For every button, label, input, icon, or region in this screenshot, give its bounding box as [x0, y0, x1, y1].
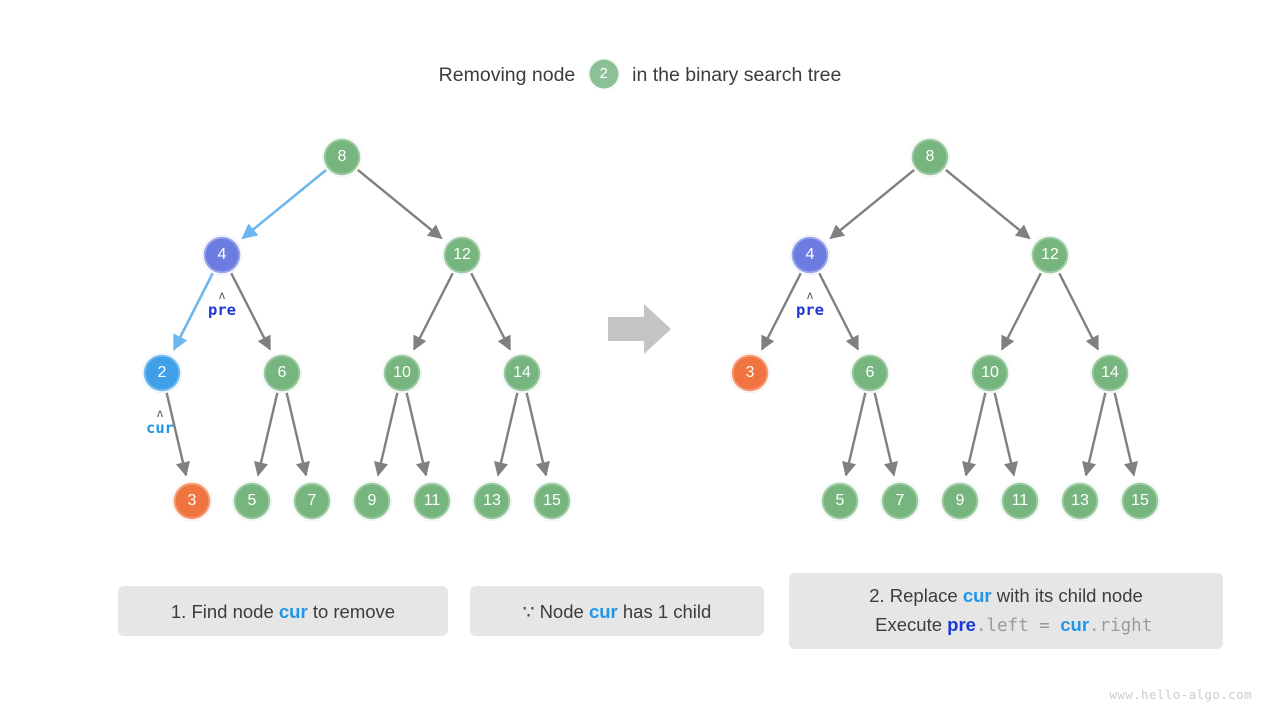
caption-text: pre [947, 614, 976, 635]
caption-text: to remove [307, 600, 396, 622]
tree-node-8: 8 [910, 137, 950, 177]
tree-edge [285, 392, 311, 477]
caret-icon: ʌ [157, 406, 163, 420]
tree-edge [1000, 272, 1042, 351]
title-suffix: in the binary search tree [632, 63, 842, 86]
title-node-badge: 2 [587, 57, 620, 90]
tree-node-15: 15 [1120, 481, 1160, 521]
tree-node-14: 14 [502, 353, 542, 393]
tree-node-4: 4 [790, 235, 830, 275]
tree-edge [1058, 272, 1100, 351]
caption-text: cur [278, 600, 308, 622]
title-prefix: Removing node [438, 63, 576, 86]
pointer-label: cur [146, 419, 174, 437]
tree-edge [873, 392, 899, 477]
tree-edge [357, 169, 443, 240]
caption-text: .left [975, 616, 1029, 636]
tree-node-13: 13 [1060, 481, 1100, 521]
tree-node-11: 11 [412, 481, 452, 521]
tree-edge [1113, 392, 1139, 477]
caption-text: cur [588, 600, 618, 622]
tree-node-6: 6 [850, 353, 890, 393]
caption-line: ∵ Node cur has 1 child [470, 597, 764, 626]
caption-text: cur [962, 585, 992, 606]
tree-node-9: 9 [940, 481, 980, 521]
caption-find-cur: 1. Find node cur to remove [118, 586, 448, 636]
caption-replace-cur: 2. Replace cur with its child node Execu… [789, 573, 1223, 649]
caption-text: has 1 child [617, 600, 712, 622]
tree-node-13: 13 [472, 481, 512, 521]
caption-text: cur [1060, 614, 1090, 635]
tree-edge [1081, 392, 1107, 477]
tree-node-6: 6 [262, 353, 302, 393]
tree-node-9: 9 [352, 481, 392, 521]
caret-icon: ʌ [219, 288, 225, 302]
tree-node-12: 12 [1030, 235, 1070, 275]
tree-edge [470, 272, 512, 351]
tree-node-7: 7 [880, 481, 920, 521]
tree-edge [412, 272, 454, 351]
tree-edge [993, 392, 1019, 477]
tree-node-15: 15 [532, 481, 572, 521]
tree-edge [945, 169, 1031, 240]
tree-node-5: 5 [232, 481, 272, 521]
caption-text: ∵ Node [522, 600, 589, 622]
tree-edge [841, 392, 867, 477]
tree-node-12: 12 [442, 235, 482, 275]
caption-one-child: ∵ Node cur has 1 child [470, 586, 764, 636]
tree-node-7: 7 [292, 481, 332, 521]
tree-node-10: 10 [970, 353, 1010, 393]
tree-edge [493, 392, 519, 477]
pointer-label: pre [208, 301, 236, 319]
caption-line: 2. Replace cur with its child node [789, 581, 1223, 610]
tree-node-5: 5 [820, 481, 860, 521]
caption-text: Execute [859, 614, 948, 635]
watermark: www.hello-algo.com [1109, 687, 1252, 702]
tree-node-3: 3 [172, 481, 212, 521]
tree-edge [241, 168, 327, 240]
tree-edge [525, 392, 551, 477]
tree-node-2: 2 [142, 353, 182, 393]
tree-node-11: 11 [1000, 481, 1040, 521]
caption-text: with its child node [991, 585, 1143, 606]
transition-arrow [608, 303, 672, 360]
tree-edge [405, 392, 431, 477]
tree-edge [253, 392, 279, 477]
caption-line: 1. Find node cur to remove [118, 597, 448, 626]
caption-text: .right [1089, 616, 1153, 636]
tree-edge [961, 392, 987, 477]
tree-node-10: 10 [382, 353, 422, 393]
tree-edge [829, 169, 915, 240]
pointer-label: pre [796, 301, 824, 319]
tree-node-3: 3 [730, 353, 770, 393]
page-title: Removing node 2 in the binary search tre… [0, 57, 1280, 92]
caption-text: = [1028, 616, 1061, 636]
caption-text: 2. Replace [869, 585, 963, 606]
tree-node-14: 14 [1090, 353, 1130, 393]
tree-node-8: 8 [322, 137, 362, 177]
caret-icon: ʌ [807, 288, 813, 302]
tree-node-4: 4 [202, 235, 242, 275]
caption-text: 1. Find node [170, 600, 279, 622]
caption-line: Execute pre.left = cur.right [789, 610, 1223, 641]
tree-edge [373, 392, 399, 477]
